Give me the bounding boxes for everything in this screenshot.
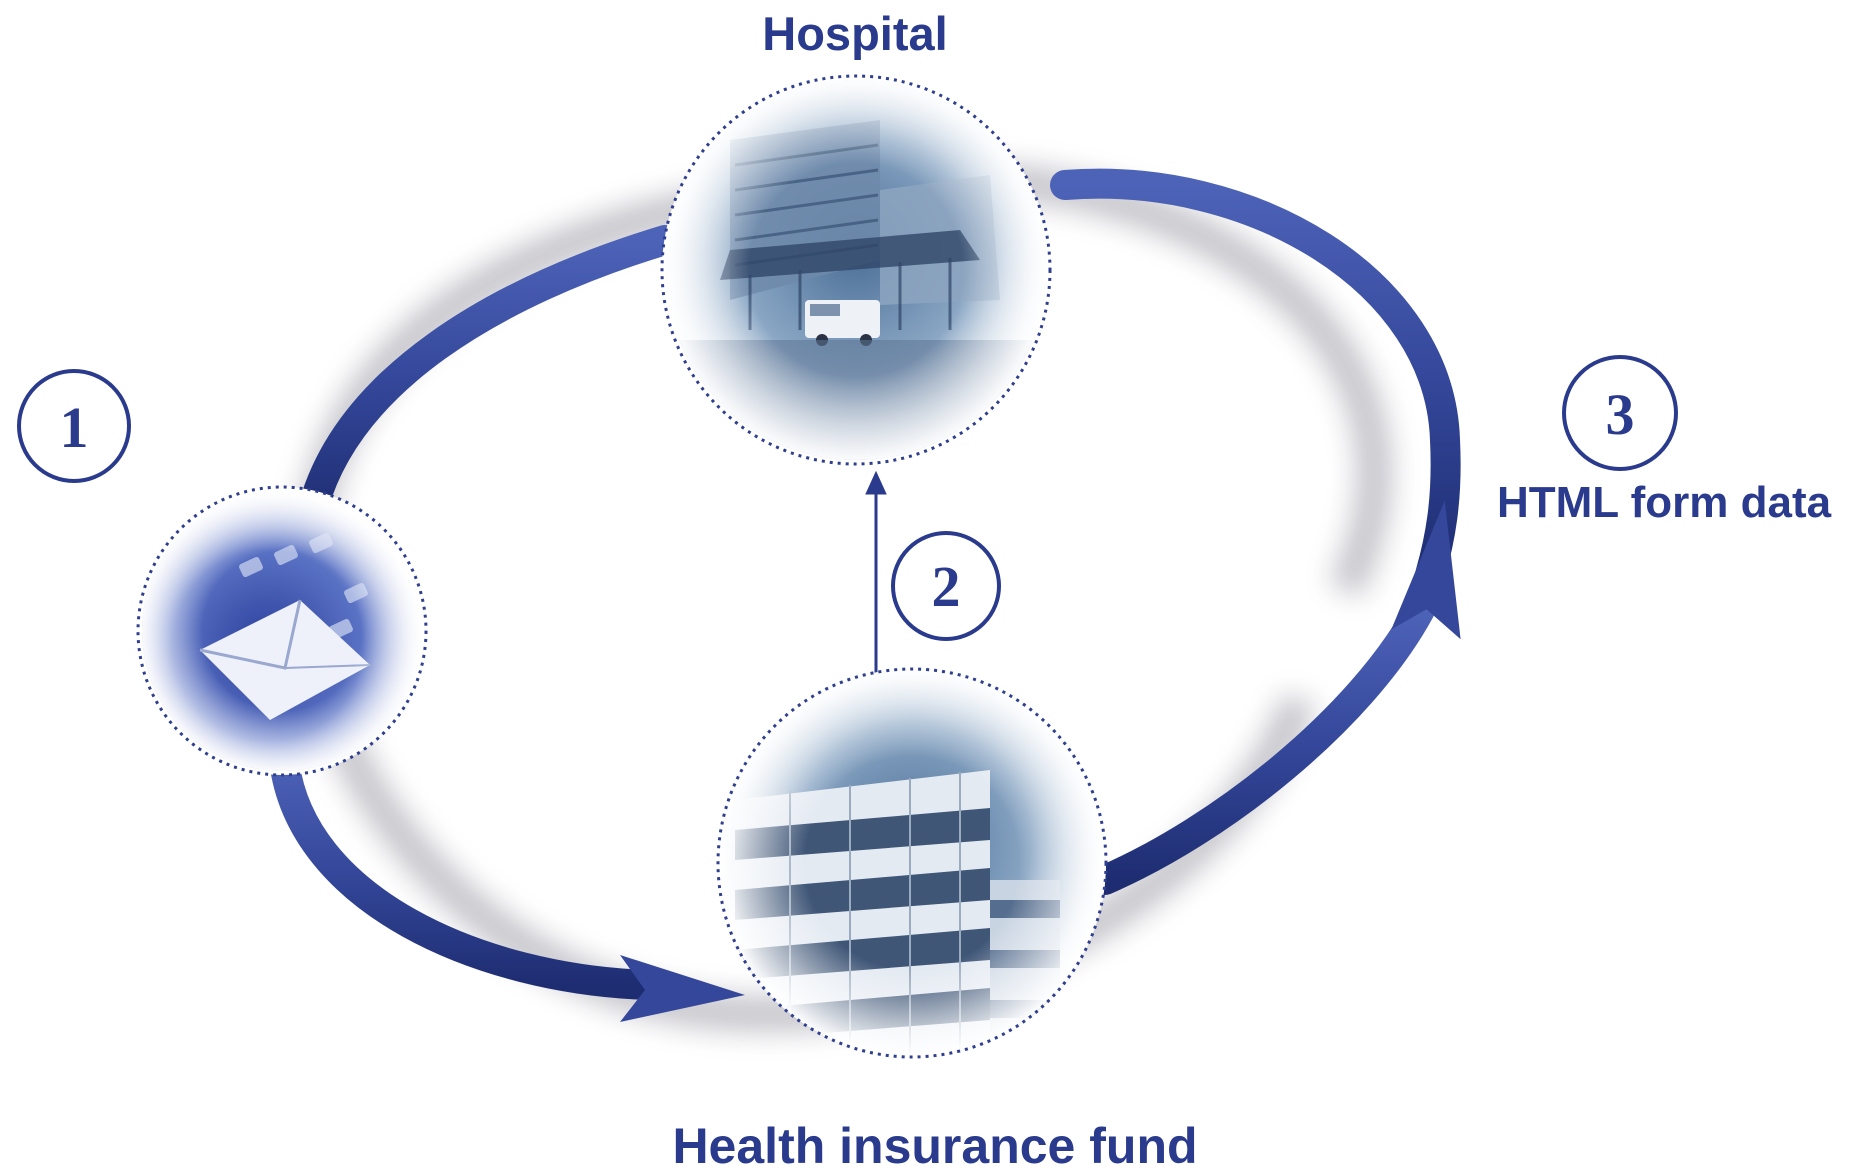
step-1-badge: 1: [17, 369, 131, 483]
step-3-number: 3: [1606, 382, 1635, 447]
double-arrow: [865, 470, 887, 700]
arc-mail-to-fund: [269, 745, 665, 1000]
arrowhead-bottom: [620, 955, 745, 1022]
arc-hospital-to-form: [1050, 168, 1461, 590]
step-1-number: 1: [60, 395, 89, 460]
cycle-arrow: [269, 168, 1461, 1022]
hospital-node: [660, 74, 1052, 466]
arrowhead-right: [1391, 500, 1461, 640]
fund-dotted-border: [716, 667, 1108, 1059]
step-2-number: 2: [932, 554, 961, 619]
step-2-badge: 2: [891, 531, 1001, 641]
office-building-photo: [718, 669, 1106, 1057]
health-insurance-fund-label: Health insurance fund: [672, 1118, 1198, 1174]
envelope-on-keyboard-photo: [142, 491, 422, 771]
arc-lower-right: [1090, 595, 1435, 895]
html-form-data-label: HTML form data: [1497, 478, 1832, 527]
hospital-label: Hospital: [762, 7, 948, 60]
mail-dotted-border: [136, 485, 428, 777]
step-3-badge: 3: [1562, 355, 1678, 471]
fund-node: [716, 667, 1108, 1059]
mail-node: [136, 485, 428, 777]
hospital-dotted-border: [660, 74, 1052, 466]
arc-hospital-to-mail: [295, 225, 680, 535]
